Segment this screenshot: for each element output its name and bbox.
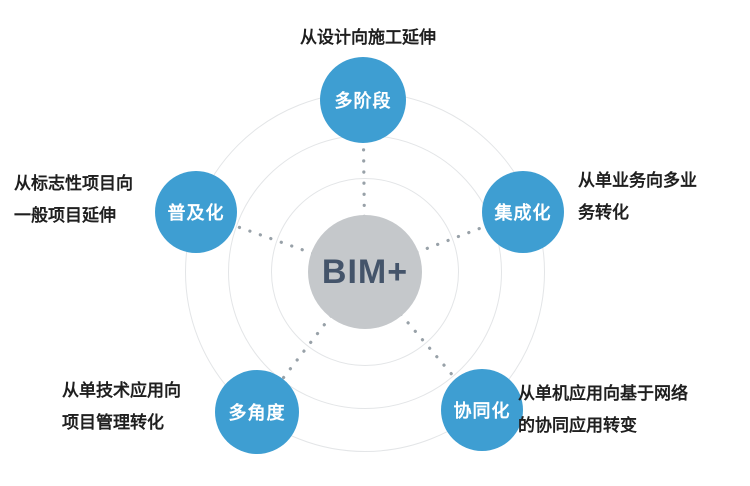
node-integration-label: 集成化 [494, 203, 552, 223]
node-integration: 集成化 [482, 171, 564, 253]
center-node-bim-plus: BIM+ [308, 215, 422, 329]
node-multi-angle: 多角度 [215, 370, 299, 454]
node-multi-stage: 多阶段 [320, 57, 406, 143]
desc-multi-angle: 从单技术应用向 项目管理转化 [62, 375, 222, 439]
desc-collaboration-line2: 的协同应用转变 [518, 416, 637, 435]
node-multi-stage-label: 多阶段 [334, 91, 392, 111]
node-collaboration-label: 协同化 [453, 401, 511, 421]
desc-integration-line2: 务转化 [578, 203, 629, 222]
desc-popularization-line2: 一般项目延伸 [14, 206, 116, 225]
center-label: BIM+ [321, 252, 409, 291]
desc-multi-stage: 从设计向施工延伸 [278, 22, 458, 54]
desc-multi-stage-line1: 从设计向施工延伸 [300, 28, 436, 47]
node-collaboration: 协同化 [441, 369, 523, 451]
desc-multi-angle-line2: 项目管理转化 [62, 413, 164, 432]
desc-popularization: 从标志性项目向 一般项目延伸 [14, 168, 164, 232]
orbit-ring-inner [271, 178, 459, 366]
desc-integration: 从单业务向多业 务转化 [578, 165, 738, 229]
desc-multi-angle-line1: 从单技术应用向 [62, 381, 181, 400]
connector-bottom-right [363, 270, 484, 412]
desc-collaboration: 从单机应用向基于网络 的协同应用转变 [518, 378, 728, 442]
connector-bottom-left [255, 270, 367, 414]
node-multi-angle-label: 多角度 [228, 403, 286, 423]
node-popularization: 普及化 [155, 171, 237, 253]
desc-popularization-line1: 从标志性项目向 [14, 174, 133, 193]
node-popularization-label: 普及化 [167, 203, 225, 223]
desc-collaboration-line1: 从单机应用向基于网络 [518, 384, 688, 403]
desc-integration-line1: 从单业务向多业 [578, 171, 697, 190]
connector-left [194, 210, 367, 274]
